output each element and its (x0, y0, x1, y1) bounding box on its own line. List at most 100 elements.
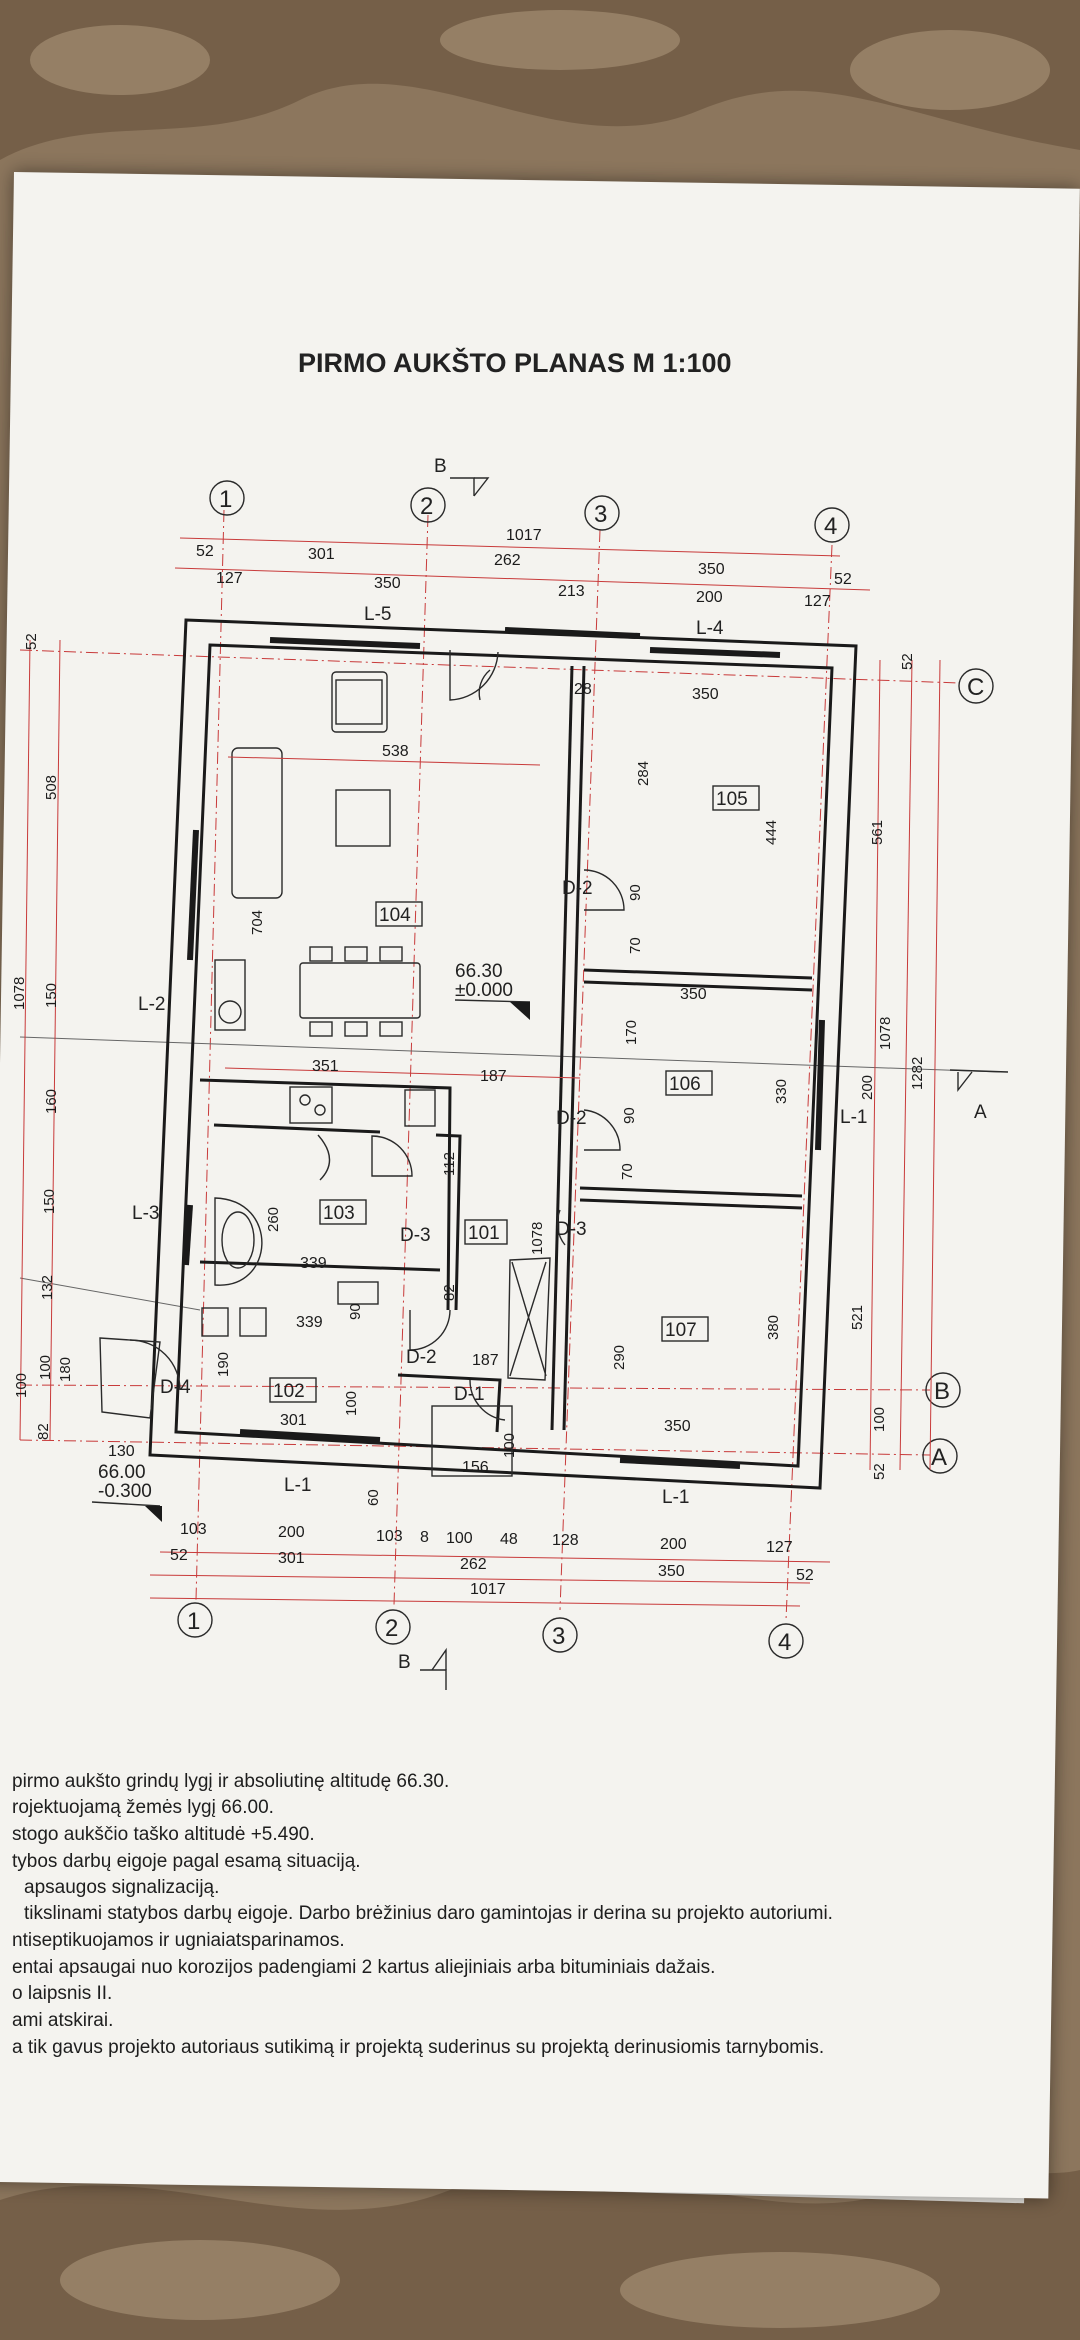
dim-bot3-0: 1017 (470, 1581, 506, 1598)
dims-top-row2: 127 350 213 350 200 127 52 (216, 561, 852, 610)
dim-bot2-2: 262 (460, 1556, 487, 1573)
axis-top-4: 4 (824, 513, 837, 540)
section-mark-bottom: B (398, 1652, 411, 1673)
dim-in-18: 339 (300, 1255, 327, 1272)
dim-in-21: 82 (441, 1284, 458, 1301)
dim-in-5: 444 (763, 820, 780, 845)
dim-top2-0: 127 (216, 570, 243, 587)
dim-top1-0: 52 (196, 543, 214, 560)
door-label-d2-b: D-2 (556, 1108, 587, 1129)
door-label-d3-b: D-3 (556, 1219, 587, 1240)
dim-left-0: 52 (23, 633, 40, 650)
dim-bot1-8: 127 (766, 1539, 793, 1556)
dim-in-13: 200 (859, 1075, 876, 1100)
dim-bot1-3: 8 (420, 1529, 429, 1546)
dim-bot1-4: 100 (446, 1530, 473, 1547)
dim-bot1-5: 48 (500, 1531, 518, 1548)
dim-left-5: 150 (41, 1189, 58, 1214)
dim-in-8: 350 (680, 986, 707, 1003)
dim-bot1-2: 103 (376, 1528, 403, 1545)
dim-in-7: 70 (627, 937, 644, 954)
dim-in-29: 350 (664, 1418, 691, 1435)
dim-in-33: 60 (365, 1489, 382, 1506)
dim-in-14: 351 (312, 1058, 339, 1075)
note-6: tikslinami statybos darbų eigoje. Darbo … (24, 1903, 833, 1924)
note-10: ami atskirai. (12, 2010, 113, 2031)
dim-left-4: 160 (43, 1089, 60, 1114)
dim-top2-3: 350 (698, 561, 725, 578)
dim-bot2-0: 52 (170, 1547, 188, 1564)
dim-top1-2: 1017 (506, 527, 542, 544)
dims-left: 52 508 1078 150 160 150 132 100 180 100 … (11, 633, 74, 1440)
door-label-d2-c: D-2 (406, 1347, 437, 1368)
dim-left-3: 150 (43, 983, 60, 1008)
dim-in-17: 260 (265, 1207, 282, 1232)
window-labels: L-5 L-4 L-2 L-1 L-3 L-1 L-1 (132, 604, 867, 1508)
dim-top2-5: 127 (804, 593, 831, 610)
dims-right: 52 561 1078 1282 521 100 52 (849, 653, 926, 1480)
axis-right-b: B (934, 1378, 950, 1405)
axis-bottom-3: 3 (552, 1623, 565, 1650)
dim-in-1: 704 (249, 910, 266, 935)
dim-bot1-0: 103 (180, 1521, 207, 1538)
axis-bottom-2: 2 (385, 1615, 398, 1642)
dim-top2-1: 350 (374, 575, 401, 592)
plan-title: PIRMO AUKŠTO PLANAS M 1:100 (298, 347, 732, 378)
section-marks: B B A (398, 456, 1009, 1690)
dims-bottom-row3: 1017 (470, 1581, 506, 1598)
note-8: entai apsaugai nuo korozijos padengiami … (12, 1957, 715, 1978)
dim-in-11: 70 (619, 1163, 636, 1180)
dim-in-2: 28 (574, 681, 592, 698)
window-label-l3: L-3 (132, 1203, 159, 1224)
note-9: o laipsnis II. (12, 1983, 112, 2004)
dim-left-8: 180 (57, 1357, 74, 1382)
dim-in-32: 100 (501, 1433, 518, 1458)
windows (183, 627, 825, 1469)
dim-in-19: 339 (296, 1314, 323, 1331)
window-label-l1-b: L-1 (284, 1475, 311, 1496)
dim-top1-1: 301 (308, 546, 335, 563)
dim-right-0: 52 (899, 653, 916, 670)
axis-top-3: 3 (594, 501, 607, 528)
dim-in-3: 350 (692, 686, 719, 703)
dim-in-6: 90 (627, 884, 644, 901)
grid-lines (19, 509, 1001, 1621)
dim-left-7: 100 (37, 1355, 54, 1380)
room-labels: 104 105 106 103 101 107 102 (269, 785, 760, 1403)
level-ground-rel: -0.300 (98, 1481, 152, 1502)
dim-right-5: 100 (871, 1407, 888, 1432)
axis-bottom-1: 1 (187, 1608, 200, 1635)
note-7: ntiseptikuojamos ir ugniaiatsparinamos. (12, 1930, 345, 1951)
dim-in-23: 187 (472, 1352, 499, 1369)
dim-left-6: 132 (39, 1275, 56, 1300)
room-102: 102 (273, 1381, 305, 1402)
note-11: a tik gavus projekto autoriaus sutikimą … (12, 2037, 824, 2058)
dim-top2-6: 52 (834, 571, 852, 588)
door-labels: D-2 D-2 D-3 D-3 D-2 D-1 D-4 (160, 878, 593, 1405)
furniture (99, 671, 551, 1477)
dims-bottom-row2: 52 301 262 350 52 (170, 1547, 814, 1584)
dim-bot2-4: 52 (796, 1567, 814, 1584)
dim-right-6: 52 (871, 1463, 888, 1480)
notes: pirmo aukšto grindų lygį ir absoliutinę … (12, 1771, 833, 2058)
axis-bubbles-right: C B A (922, 668, 994, 1474)
note-5: apsaugos signalizaciją. (24, 1877, 219, 1898)
axis-bubbles-bottom: 1 2 3 4 (177, 1602, 804, 1659)
window-label-l1-a: L-1 (840, 1107, 867, 1128)
dim-in-30: 130 (108, 1443, 135, 1460)
dim-in-12: 330 (773, 1079, 790, 1104)
dim-in-16: 112 (441, 1152, 458, 1176)
dims-bottom-row1: 103 200 103 8 100 48 128 200 127 (180, 1521, 793, 1556)
level-floor-rel: ±0.000 (455, 980, 513, 1001)
dim-in-9: 170 (623, 1020, 640, 1045)
dim-top2-4: 200 (696, 589, 723, 606)
dim-in-22: 90 (347, 1303, 364, 1320)
room-104: 104 (379, 905, 411, 926)
dim-right-2: 1078 (877, 1017, 894, 1050)
room-106: 106 (669, 1074, 701, 1095)
dim-bot1-6: 128 (552, 1532, 579, 1549)
axis-top-1: 1 (219, 486, 232, 513)
door-swings (129, 650, 625, 1421)
dims-top-row1: 52 301 1017 262 (196, 527, 542, 569)
